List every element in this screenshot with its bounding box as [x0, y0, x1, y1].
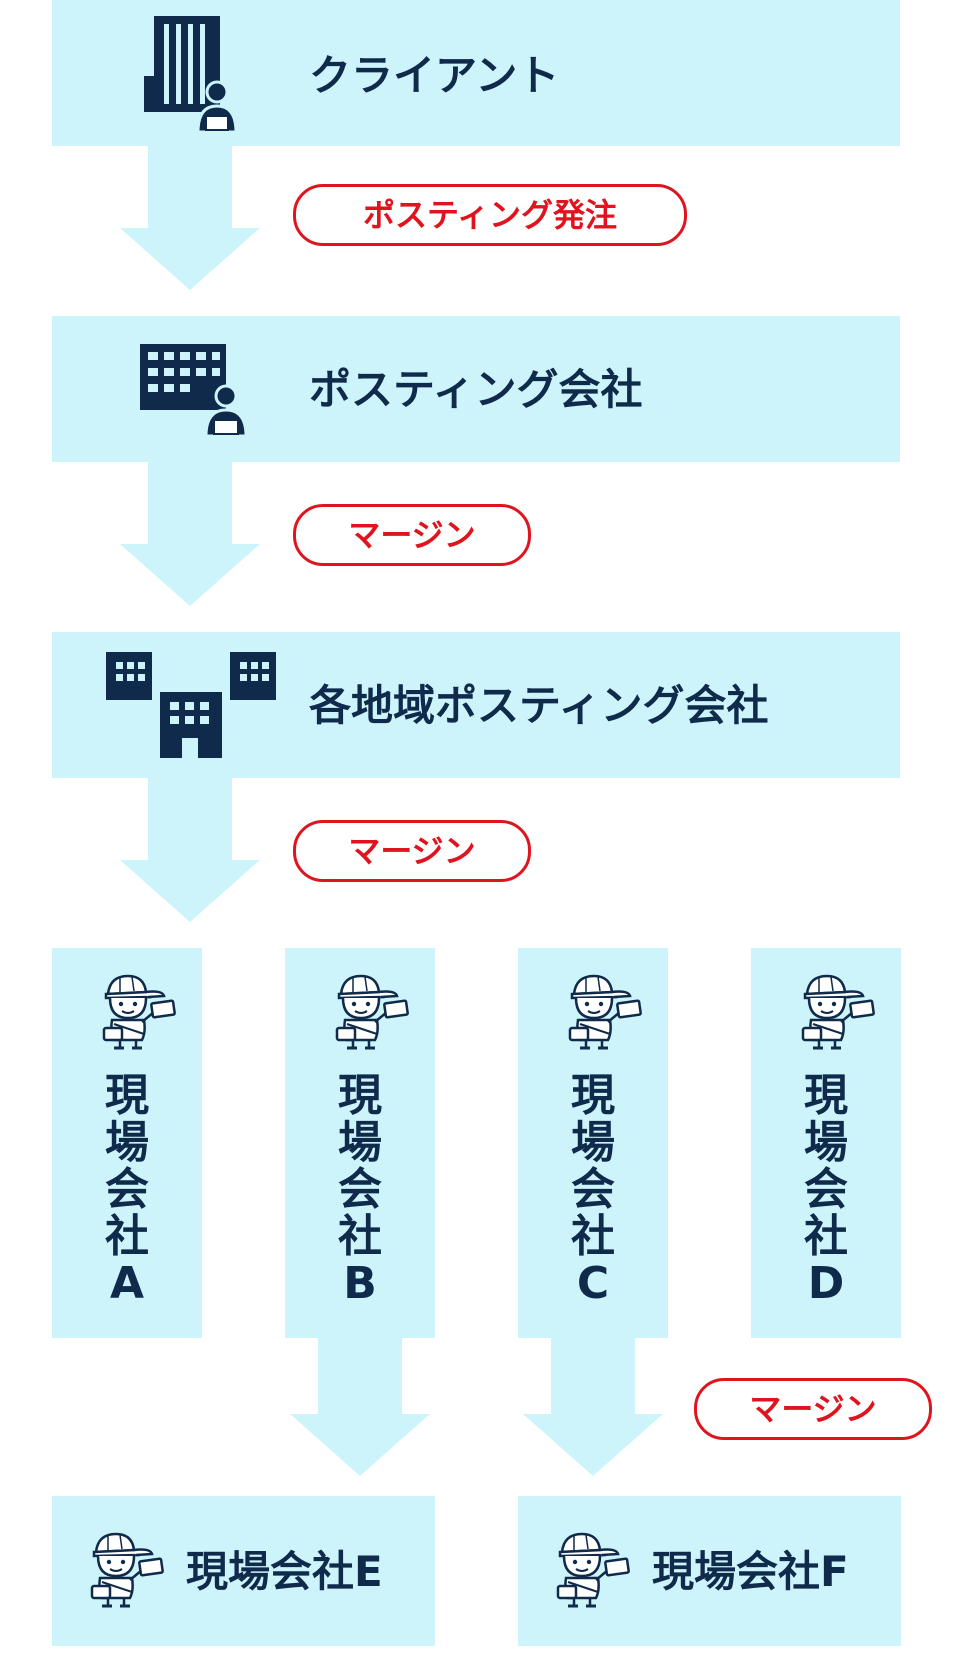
flow-arrow-3: [120, 778, 260, 922]
posting-company-label: ポスティング会社: [309, 365, 643, 414]
delivery-worker-icon: [556, 970, 646, 1050]
site-company-f-node: 現場会社F: [518, 1496, 901, 1646]
margin-edge-label-3: マージン: [694, 1378, 932, 1440]
delivery-worker-icon: [544, 1528, 634, 1608]
flow-arrow-b-to-e: [290, 1338, 430, 1476]
delivery-worker-icon: [323, 970, 413, 1050]
delivery-worker-icon: [78, 1528, 168, 1608]
flow-arrow-c-to-f: [523, 1338, 663, 1476]
flow-arrow-1: [120, 146, 260, 290]
flow-arrow-2: [120, 462, 260, 606]
company-building-with-person-icon: [140, 344, 248, 438]
regional-posting-node: 各地域ポスティング会社: [52, 632, 900, 778]
office-building-with-person-icon: [144, 16, 238, 134]
multiple-buildings-icon: [106, 652, 276, 758]
client-label: クライアント: [309, 51, 560, 100]
margin-edge-label-1: マージン: [293, 504, 531, 566]
delivery-worker-icon: [90, 970, 180, 1050]
site-company-e-label: 現場会社E: [186, 1547, 383, 1596]
order-edge-label: ポスティング発注: [293, 184, 687, 246]
delivery-worker-icon: [789, 970, 879, 1050]
client-node: クライアント: [52, 0, 900, 146]
site-company-f-label: 現場会社F: [652, 1547, 849, 1596]
margin-edge-label-2: マージン: [293, 820, 531, 882]
posting-company-node: ポスティング会社: [52, 316, 900, 462]
site-company-e-node: 現場会社E: [52, 1496, 435, 1646]
regional-posting-label: 各地域ポスティング会社: [309, 681, 769, 730]
